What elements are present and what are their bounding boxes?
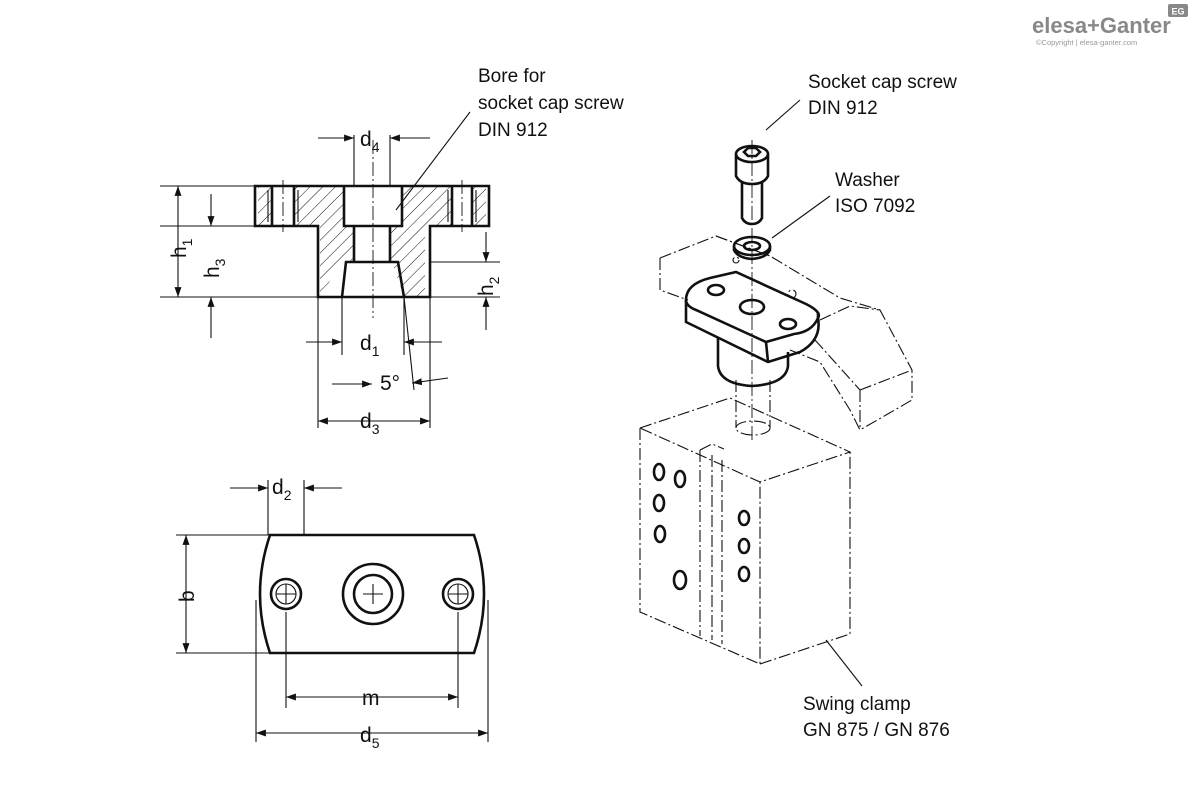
svg-text:h2: h2: [475, 276, 502, 296]
svg-text:h3: h3: [201, 258, 228, 278]
h2-label: h: [475, 284, 498, 296]
section-view: [160, 111, 500, 428]
clamp-callout-line1: Swing clamp: [803, 694, 911, 715]
d3-label: d: [360, 410, 372, 433]
svg-text:d4: d4: [360, 128, 380, 155]
bore-leader: [395, 111, 471, 211]
d4-label: d: [360, 128, 372, 151]
top-view-labels: d2 b m d5: [176, 476, 380, 751]
piston-rod: [735, 380, 771, 436]
svg-text:d5: d5: [360, 724, 380, 751]
angle-label: 5°: [380, 372, 400, 395]
clamp-callout-line2: GN 875 / GN 876: [803, 720, 950, 741]
clamp-leader: [825, 639, 863, 687]
d5-label: d: [360, 724, 372, 747]
svg-text:d1: d1: [360, 332, 380, 359]
screw-callout-line1: Socket cap screw: [808, 72, 957, 93]
assembly-labels: Socket cap screw DIN 912 Washer ISO 7092…: [803, 72, 957, 741]
brand-badge-icon: [1168, 4, 1188, 17]
right-hole: [441, 577, 475, 611]
washer-leader: [771, 195, 831, 239]
top-view-outline: [258, 533, 486, 655]
b-label: b: [176, 590, 199, 602]
brand-wordmark: elesa+Ganter: [1032, 13, 1171, 38]
svg-text:d3: d3: [360, 410, 380, 437]
brand-badge: EG: [1171, 7, 1184, 17]
brand-copyright: ©Copyright | elesa-ganter.com: [1036, 38, 1137, 47]
center-counterbore: [341, 562, 405, 626]
section-labels: d4 d1 d3 5° h1 h3 h2 Bore for socket cap…: [168, 66, 624, 437]
bore-callout-line1: Bore for: [478, 66, 546, 87]
left-hole: [269, 577, 303, 611]
swing-clamp-body: [638, 397, 852, 665]
svg-text:h1: h1: [168, 238, 195, 258]
screw-callout-line2: DIN 912: [808, 98, 878, 119]
svg-text:d2: d2: [272, 476, 292, 503]
counterbore: [342, 186, 404, 228]
washer-callout-line1: Washer: [835, 170, 900, 191]
d1-label: d: [360, 332, 372, 355]
brand-logo: elesa+Ganter EG ©Copyright | elesa-gante…: [1032, 4, 1188, 47]
clamping-arm: [659, 235, 913, 431]
socket-cap-screw: [734, 140, 770, 440]
m-label: m: [362, 687, 380, 710]
isometric-assembly: [638, 99, 913, 687]
section-outline: [253, 184, 491, 299]
d2-label: d: [272, 476, 284, 499]
h1-label: h: [168, 246, 191, 258]
bore-callout-line2: socket cap screw: [478, 93, 624, 114]
screw-leader: [765, 99, 801, 131]
top-view: [176, 480, 489, 742]
h3-label: h: [201, 266, 224, 278]
washer-callout-line2: ISO 7092: [835, 196, 915, 217]
bore-callout-line3: DIN 912: [478, 120, 548, 141]
